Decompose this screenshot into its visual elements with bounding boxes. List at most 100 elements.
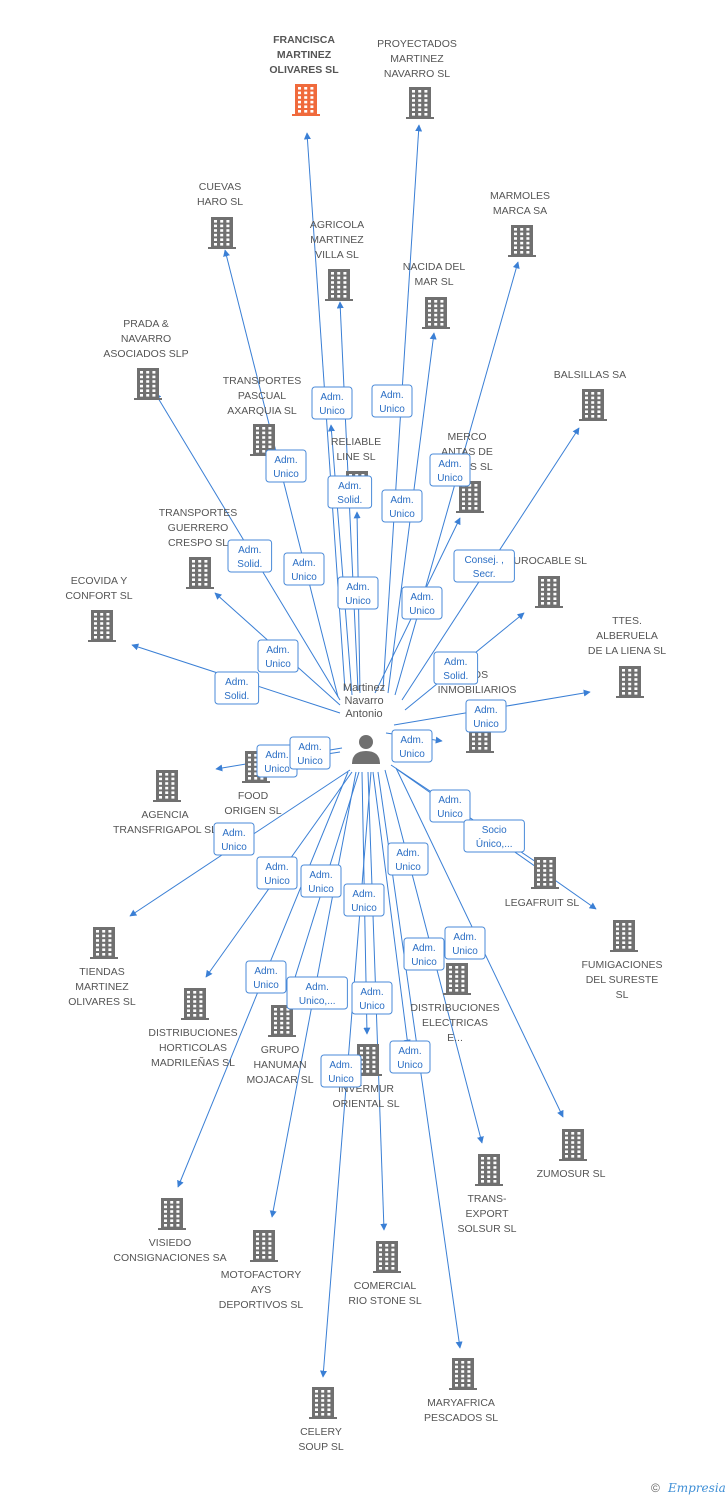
edge-role-label[interactable]: Adm.Solid. <box>433 651 479 685</box>
edge-role-text: Adm. <box>410 592 433 603</box>
edge-role-text: Unico <box>264 876 290 887</box>
edge-role-label[interactable]: Adm.Unico <box>381 489 423 523</box>
building-icon <box>559 1129 587 1161</box>
edge-role-label[interactable]: Adm.Unico <box>245 960 287 994</box>
footer: © Empresia <box>651 1481 726 1495</box>
edge-role-text: Unico <box>397 1060 423 1071</box>
edge-role-text: Unico <box>345 596 371 607</box>
edge-role-label[interactable]: Adm.Unico <box>337 576 379 610</box>
building-icon <box>616 666 644 698</box>
edge-role-text: Solid. <box>237 559 262 570</box>
edge-role-label[interactable]: Adm.Unico <box>343 883 385 917</box>
building-icon <box>134 368 162 400</box>
edge-role-label[interactable]: SocioÚnico,... <box>463 819 525 853</box>
edge-role-text: Unico <box>221 842 247 853</box>
building-icon <box>406 87 434 119</box>
edge-role-text: Unico <box>389 509 415 520</box>
edge-role-label[interactable]: Adm.Unico <box>300 864 342 898</box>
brand-logo: Empresia <box>667 1481 726 1495</box>
edge-role-label[interactable]: Adm.Unico <box>213 822 255 856</box>
edge-role-text: Adm. <box>266 645 289 656</box>
edge-role-text: Adm. <box>352 889 375 900</box>
edge-role-text: Adm. <box>274 455 297 466</box>
edge-role-label[interactable]: Adm.Unico <box>283 552 325 586</box>
company-node-balsillas[interactable]: BALSILLAS SA <box>554 369 626 421</box>
edge-role-text: Adm. <box>438 459 461 470</box>
edge-role-label[interactable]: Adm.Unico <box>289 736 331 770</box>
edge-role-label[interactable]: Adm.Unico <box>429 789 471 823</box>
edge-role-label[interactable]: Adm.Unico <box>444 926 486 960</box>
edge-role-label[interactable]: Adm. Unico <box>256 856 298 890</box>
edge-role-text: Adm. <box>238 545 261 556</box>
edge-role-text: Unico <box>291 572 317 583</box>
edge-role-label[interactable]: Adm. Solid. <box>227 539 273 573</box>
building-icon <box>309 1387 337 1419</box>
edge-role-label[interactable]: Adm.Solid. <box>327 475 373 509</box>
edge-role-text: Adm. <box>320 392 343 403</box>
edge-role-label[interactable]: Adm. Unico <box>387 842 429 876</box>
edge-role-label[interactable]: Adm.Unico <box>256 744 298 778</box>
edge-role-label[interactable]: Adm.Solid. <box>214 671 260 705</box>
edge-role-text: Adm. <box>265 862 288 873</box>
company-node-zumosur[interactable]: ZUMOSUR SL <box>537 1129 606 1180</box>
edge-role-label[interactable]: Adm.Unico <box>465 699 507 733</box>
edge-role-label[interactable]: Adm.Unico <box>320 1054 362 1088</box>
edge-role-text: Adm. <box>474 705 497 716</box>
building-icon <box>354 1044 382 1076</box>
edge-role-text: Adm. <box>398 1046 421 1057</box>
company-node-legafruit[interactable]: LEGAFRUIT SL <box>505 857 580 909</box>
company-label: BALSILLAS SA <box>554 369 626 381</box>
edge-role-label[interactable]: Adm.Unico <box>351 981 393 1015</box>
edge-role-label[interactable]: Adm.Unico <box>391 729 433 763</box>
edge-role-label[interactable]: Adm.Unico,... <box>286 976 348 1010</box>
edge-role-label[interactable]: Adm.Unico <box>401 586 443 620</box>
company-node-turocable[interactable]: TUROCABLE SL <box>507 555 587 608</box>
edge-role-label[interactable]: Adm.Unico <box>371 384 413 418</box>
edge-role-text: Unico <box>297 756 323 767</box>
edge-role-label[interactable]: Adm.Unico <box>311 386 353 420</box>
edge-role-text: Unico <box>395 862 421 873</box>
edge-role-label[interactable]: Consej. ,Secr. <box>453 549 515 583</box>
edge-role-text: Socio <box>482 825 507 836</box>
edge-role-label[interactable]: Adm.Unico <box>257 639 299 673</box>
edge-role-label[interactable]: Adm. Unico <box>389 1040 431 1074</box>
edge-role-label[interactable]: Adm.Unico <box>403 937 445 971</box>
edge-role-text: Adm. <box>265 750 288 761</box>
edge-role-label[interactable]: Adm.Unico <box>265 449 307 483</box>
edge-role-label[interactable]: Adm.Unico <box>429 453 471 487</box>
building-icon <box>158 1198 186 1230</box>
edge-role-text: Adm. <box>396 848 419 859</box>
